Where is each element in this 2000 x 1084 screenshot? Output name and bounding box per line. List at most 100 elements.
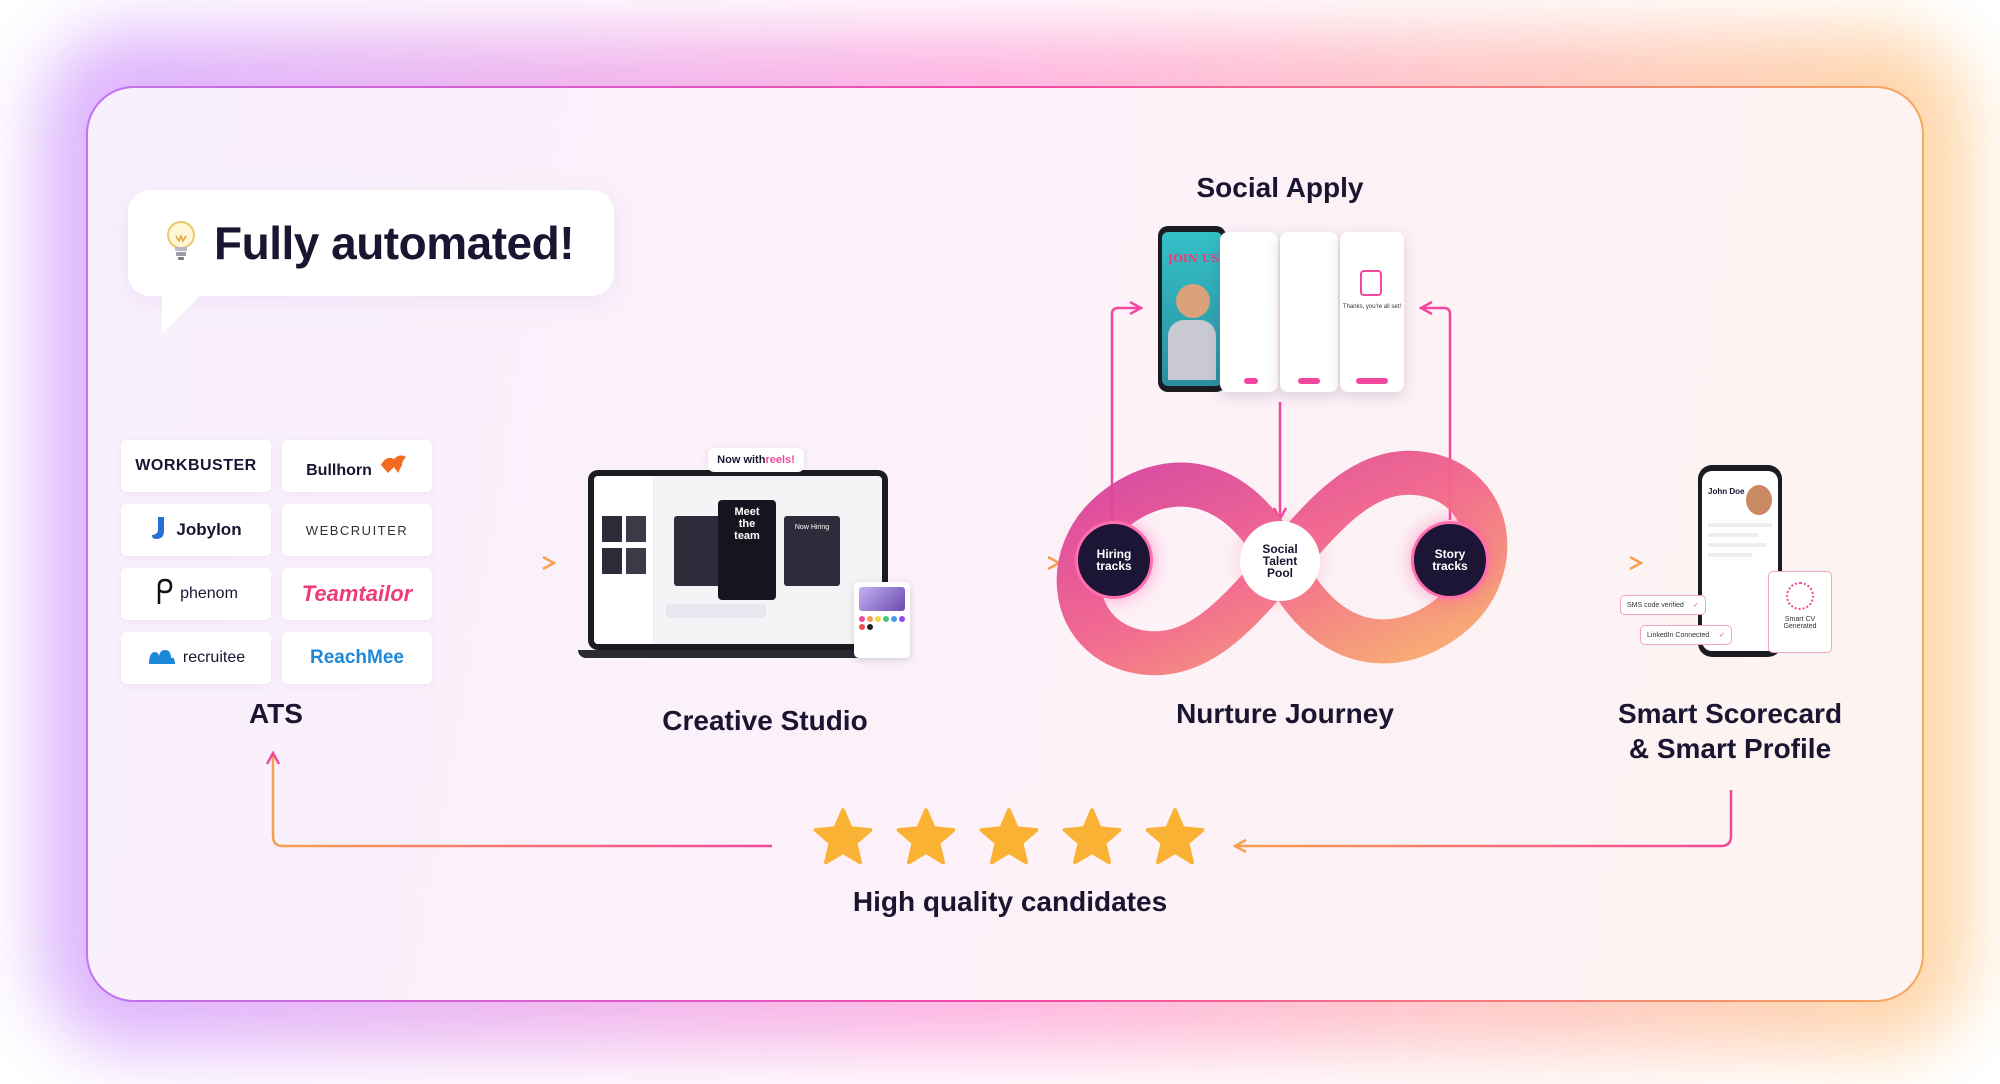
reels-badge: Now with reels!: [708, 448, 804, 472]
thanks-button: [1356, 378, 1388, 384]
color-palette-panel: [854, 582, 910, 658]
story-line2: tracks: [1432, 559, 1468, 573]
label-ats: ATS: [249, 698, 303, 729]
clipboard-icon: [1360, 270, 1382, 296]
profile-line: [1708, 543, 1766, 547]
logo-phenom-text: phenom: [180, 585, 238, 602]
sms-verified-badge: SMS code verified ✓: [1620, 595, 1706, 615]
arrow-scorecard-to-stars: [1236, 790, 1733, 846]
form-screen-1: [1220, 232, 1278, 392]
swatch: [891, 616, 897, 622]
label-nurture-journey: Nurture Journey: [1176, 698, 1394, 729]
person-avatar: [1176, 284, 1210, 318]
swatch: [875, 616, 881, 622]
star-icon: [1144, 806, 1206, 882]
join-us-text: JOIN US: [1168, 252, 1220, 265]
profile-line: [1708, 553, 1752, 557]
color-gradient: [859, 587, 905, 611]
star-icon: [812, 806, 874, 882]
logo-reachmee-text: ReachMee: [310, 647, 404, 668]
creative-studio-laptop: Meet the team Now Hiring: [578, 470, 910, 660]
logo-webcruiter-text: WEBCRUITER: [305, 522, 409, 538]
meet-the-team-card: Meet the team: [718, 500, 776, 600]
check-icon: ✓: [1719, 632, 1725, 639]
thanks-text: Thanks, you're all set!: [1342, 304, 1402, 310]
logo-teamtailor: Teamtailor: [282, 568, 432, 620]
arrow-story-to-social: [1422, 308, 1452, 520]
logo-jobylon: Jobylon: [121, 504, 271, 556]
profile-screen: John Doe: [1702, 471, 1778, 651]
phone-screen-join: JOIN US: [1162, 232, 1222, 386]
swatch: [883, 616, 889, 622]
hiring-line2: tracks: [1096, 559, 1132, 573]
profile-name: John Doe: [1708, 487, 1745, 496]
social-apply-screens: JOIN US Thanks, you're all set!: [1158, 226, 1408, 394]
studio-toolbar: [666, 604, 766, 618]
story-line1: Story: [1434, 547, 1466, 561]
swatch: [899, 616, 905, 622]
logo-bullhorn-text: Bullhorn: [306, 462, 372, 479]
smart-cv-line2: Generated: [1783, 623, 1817, 630]
recruitee-icon: [147, 646, 177, 671]
laptop-base: [578, 650, 898, 658]
label-smart-scorecard: Smart Scorecard & Smart Profile: [1580, 696, 1880, 766]
form-screen-2: [1280, 232, 1338, 392]
callout-bubble: Fully automated!: [128, 190, 614, 296]
reels-prefix: Now with: [717, 454, 766, 466]
thumb: [602, 548, 622, 574]
sms-verified-text: SMS code verified: [1627, 601, 1684, 609]
reels-highlight: reels!: [765, 454, 795, 466]
now-hiring-text: Now Hiring: [794, 524, 830, 531]
person-body: [1168, 320, 1216, 380]
smart-cv-card: Smart CV Generated: [1768, 571, 1832, 653]
linkedin-text: LinkedIn Connected: [1647, 631, 1710, 639]
logo-workbuster-text: WORKBUSTER: [135, 457, 257, 474]
star-rating: [812, 806, 1206, 882]
laptop-screen: Meet the team Now Hiring: [594, 476, 882, 644]
pool-line3: Pool: [1266, 566, 1293, 580]
thumb: [602, 516, 622, 542]
meet-line3: team: [734, 530, 760, 542]
logo-phenom: phenom: [121, 568, 271, 620]
phone-frame: JOIN US: [1158, 226, 1226, 392]
star-icon: [978, 806, 1040, 882]
thumb: [626, 516, 646, 542]
logo-teamtailor-text: Teamtailor: [301, 581, 413, 606]
profile-photo: [1746, 485, 1772, 515]
bull-icon: [378, 451, 408, 482]
scorecard-line1: Smart Scorecard: [1617, 698, 1843, 729]
thumb: [626, 548, 646, 574]
logo-recruitee-text: recruitee: [182, 649, 246, 666]
form-button: [1298, 378, 1320, 384]
form-button: [1244, 378, 1258, 384]
color-swatches: [859, 616, 905, 630]
smart-cv-line1: Smart CV: [1784, 616, 1816, 623]
arrow-hiring-to-social: [1110, 308, 1140, 520]
bubble-tail: [162, 290, 206, 334]
logo-bullhorn: Bullhorn: [282, 440, 432, 492]
now-hiring-card: Now Hiring: [784, 516, 840, 586]
logo-webcruiter: WEBCRUITER: [282, 504, 432, 556]
callout-text: Fully automated!: [214, 217, 575, 269]
jobylon-icon: [150, 515, 170, 546]
label-high-quality: High quality candidates: [852, 886, 1168, 917]
check-icon: ✓: [1693, 602, 1699, 609]
star-icon: [895, 806, 957, 882]
swatch: [859, 616, 865, 622]
pool-line2: Talent: [1262, 554, 1298, 568]
logo-jobylon-text: Jobylon: [176, 520, 242, 539]
profile-line: [1708, 523, 1772, 527]
logo-recruitee: recruitee: [121, 632, 271, 684]
swatch: [867, 616, 873, 622]
meet-line2: the: [738, 518, 756, 530]
hiring-line1: Hiring: [1096, 547, 1132, 561]
star-icon: [1061, 806, 1123, 882]
smart-cv-icon: [1786, 582, 1814, 610]
linkedin-badge: LinkedIn Connected ✓: [1640, 625, 1732, 645]
label-creative-studio: Creative Studio: [662, 705, 868, 736]
scorecard-visual: John Doe SMS code verified ✓ LinkedIn Co…: [1620, 465, 1840, 660]
swatch: [859, 624, 865, 630]
